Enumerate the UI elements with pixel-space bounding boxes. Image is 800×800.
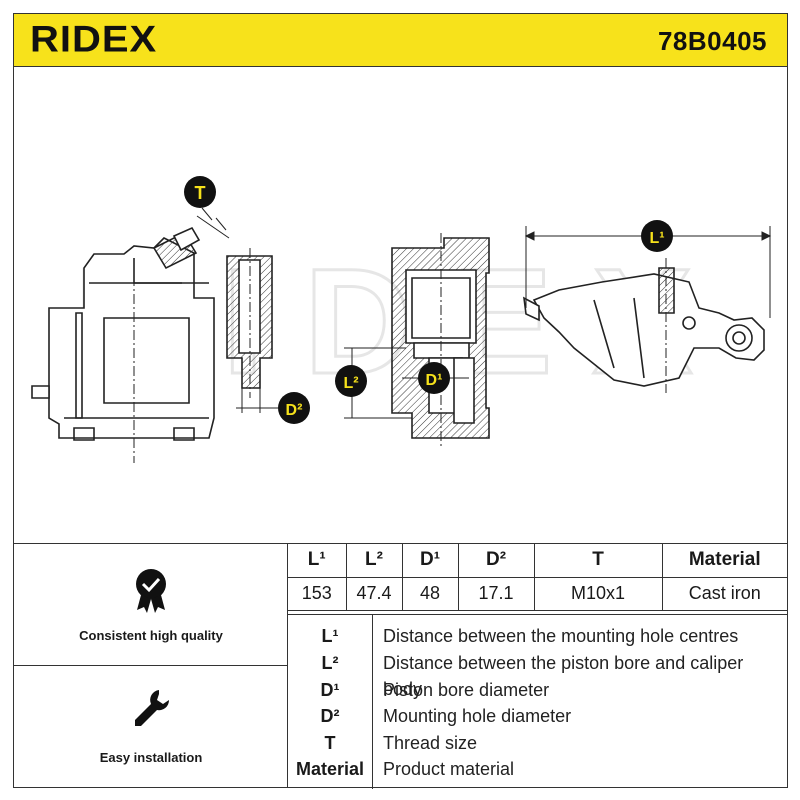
spec-value-l2: 47.4 <box>345 576 403 611</box>
spec-header-row: L¹ L² D¹ D² T Material <box>288 544 787 578</box>
spec-header-d2: D² <box>457 544 535 578</box>
feature-label: Consistent high quality <box>79 628 223 643</box>
dimension-legend: L¹ Distance between the mounting hole ce… <box>288 614 787 789</box>
callout-t: T <box>184 176 216 208</box>
caliper-side-view <box>523 258 765 393</box>
svg-text:D²: D² <box>286 402 303 419</box>
spec-header-t: T <box>533 544 663 578</box>
svg-text:RIDEX: RIDEX <box>30 21 157 59</box>
feature-label: Easy installation <box>99 750 203 765</box>
technical-drawing: RIDEX <box>14 68 787 543</box>
product-sheet: RIDEX 78B0405 RIDEX <box>13 13 788 789</box>
legend-item: Material Product material <box>288 756 787 782</box>
legend-desc: Thread size <box>383 733 478 753</box>
spec-header-material: Material <box>661 544 787 578</box>
svg-text:L²: L² <box>343 375 358 392</box>
legend-desc: Distance between the mounting hole centr… <box>383 626 739 646</box>
svg-text:D¹: D¹ <box>426 372 443 389</box>
header-bar: RIDEX 78B0405 <box>14 14 787 67</box>
legend-desc: Distance between the piston bore and cal… <box>383 653 744 699</box>
part-number: 78B0405 <box>657 26 767 56</box>
dimension-t <box>196 207 230 239</box>
svg-text:T: T <box>195 183 206 203</box>
callout-l2: L² <box>335 365 367 397</box>
spec-value-material: Cast iron <box>661 576 787 611</box>
legend-desc: Piston bore diameter <box>383 680 550 700</box>
legend-key: L² <box>321 653 339 673</box>
caliper-drawing: RIDEX <box>31 176 772 463</box>
callout-d2: D² <box>278 392 310 424</box>
legend-desc: Mounting hole diameter <box>383 706 572 726</box>
callout-d1: D¹ <box>418 362 450 394</box>
spec-header-l1: L¹ <box>288 544 347 578</box>
caliper-section-view <box>391 233 490 448</box>
svg-text:L¹: L¹ <box>649 230 664 247</box>
caliper-front-view <box>31 226 273 463</box>
legend-key: D² <box>320 706 340 726</box>
spec-value-d1: 48 <box>401 576 459 611</box>
spec-value-l1: 153 <box>288 576 347 611</box>
legend-item: T Thread size <box>288 730 787 756</box>
legend-item: D² Mounting hole diameter <box>288 703 787 729</box>
quality-check-icon <box>136 569 166 613</box>
feature-installation: Easy installation <box>14 666 288 788</box>
legend-item: D¹ Piston bore diameter <box>288 677 787 703</box>
spec-header-l2: L² <box>345 544 403 578</box>
wrench-icon <box>135 690 170 726</box>
legend-key: T <box>324 733 336 753</box>
ridex-logo: RIDEX <box>30 21 157 59</box>
feature-quality: Consistent high quality <box>14 544 288 666</box>
spec-table: L¹ L² D¹ D² T Material 153 47.4 48 17.1 … <box>288 544 787 611</box>
spec-value-t: M10x1 <box>533 576 663 611</box>
legend-key: D¹ <box>320 680 340 700</box>
callout-l1: L¹ <box>641 220 673 252</box>
legend-item: L² Distance between the piston bore and … <box>288 650 787 699</box>
spec-value-d2: 17.1 <box>457 576 535 611</box>
spec-header-d1: D¹ <box>401 544 459 578</box>
specs-section: Consistent high quality Easy installatio… <box>14 543 787 789</box>
legend-key: L¹ <box>321 626 339 646</box>
legend-divider <box>372 615 373 789</box>
legend-key: Material <box>295 759 365 779</box>
legend-item: L¹ Distance between the mounting hole ce… <box>288 623 787 649</box>
spec-value-row: 153 47.4 48 17.1 M10x1 Cast iron <box>288 576 787 611</box>
legend-desc: Product material <box>383 759 515 779</box>
dimension-d2 <box>236 388 278 413</box>
